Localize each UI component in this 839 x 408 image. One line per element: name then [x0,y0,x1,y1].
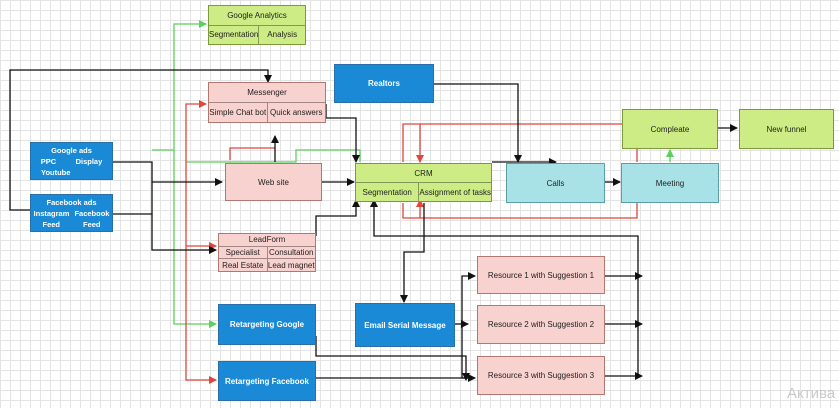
google-ads-title: Google ads [51,145,92,155]
google-analytics-title: Google Analytics [209,6,305,26]
red-line-website-to-messenger [229,147,275,160]
black-line-facebook-ads-to-leadform [151,214,217,254]
messenger-title: Messenger [209,83,325,103]
black-line-loop-to-messenger [9,69,272,211]
resource-1-node[interactable]: Resource 1 with Suggestion 1 [477,256,605,294]
black-line-leadform-to-crm [315,199,360,236]
new-funnel-node[interactable]: New funnel [739,109,834,149]
meeting-node[interactable]: Meeting [621,163,719,203]
crm-segmentation: Segmentation [356,183,420,201]
retargeting-facebook-node[interactable]: Retargeting Facebook [218,361,316,401]
facebook-ads-feed-right: Feed [82,219,101,229]
activation-watermark: Актива [787,385,836,402]
calls-node[interactable]: Calls [506,163,605,203]
compleate-node[interactable]: Compleate [622,109,718,149]
leadform-title: LeadForm [219,234,315,247]
red-line-crm-loop-bottom [402,203,638,219]
green-line-to-retargeting-google [173,150,217,328]
leadform-node[interactable]: LeadForm Specialist Consultation Real Es… [218,233,316,272]
leadform-consultation: Consultation [269,248,314,257]
green-line-to-analytics [152,20,207,151]
email-serial-message-node[interactable]: Email Serial Message [355,303,455,347]
messenger-node[interactable]: Messenger Simple Chat bot Quick answers [208,82,326,123]
facebook-ads-node[interactable]: Facebook ads Instagram Facebook Feed Fee… [30,194,113,232]
leadform-specialist: Specialist [219,246,268,259]
black-line-realtors-to-calls [434,83,522,163]
resource-3-node[interactable]: Resource 3 with Suggestion 3 [477,356,605,395]
crm-title: CRM [356,164,491,183]
google-ads-node[interactable]: Google ads PPC Display Youtube [30,142,113,180]
google-ads-ppc: PPC [40,156,57,166]
black-line-retargeting-google-to-r3 [315,336,470,381]
google-analytics-analysis: Analysis [267,30,298,40]
black-line-branch-r3 [461,324,476,382]
facebook-ads-instagram: Instagram [33,208,70,218]
black-line-messenger-to-crm [325,104,360,163]
leadform-lead-magnet: Lead magnet [267,260,315,270]
crm-assignment-of-tasks: Assignment of tasks [419,187,491,197]
red-line-to-messenger [185,100,207,290]
facebook-ads-facebook: Facebook [74,208,110,218]
messenger-quick-answers: Quick answers [270,108,323,117]
crm-node[interactable]: CRM Segmentation Assignment of tasks [355,163,492,202]
green-line-messenger-to-crm [186,149,361,163]
google-ads-youtube: Youtube [41,167,71,177]
black-line-facebook-ads-to-website [113,182,153,215]
realtors-node[interactable]: Realtors [334,64,434,103]
facebook-ads-feed-left: Feed [42,219,60,229]
facebook-ads-title: Facebook ads [46,197,97,207]
resource-2-node[interactable]: Resource 2 with Suggestion 2 [477,305,605,344]
retargeting-google-node[interactable]: Retargeting Google [218,304,316,345]
google-analytics-node[interactable]: Google Analytics Segmentation Analysis [208,5,306,45]
google-analytics-segmentation: Segmentation [209,25,260,44]
leadform-real-estate: Real Estate [219,259,268,272]
web-site-node[interactable]: Web site [225,163,322,201]
messenger-simple-chat-bot: Simple Chat bot [209,103,268,122]
black-line-branch-r1 [461,272,476,324]
red-line-to-retargeting-facebook [185,290,217,384]
black-line-crm-to-email [400,203,425,303]
red-line-crm-loop-top [402,123,638,162]
google-ads-display: Display [75,156,103,166]
black-line-google-ads-to-website [113,161,223,186]
black-line-right-collector [370,199,639,376]
